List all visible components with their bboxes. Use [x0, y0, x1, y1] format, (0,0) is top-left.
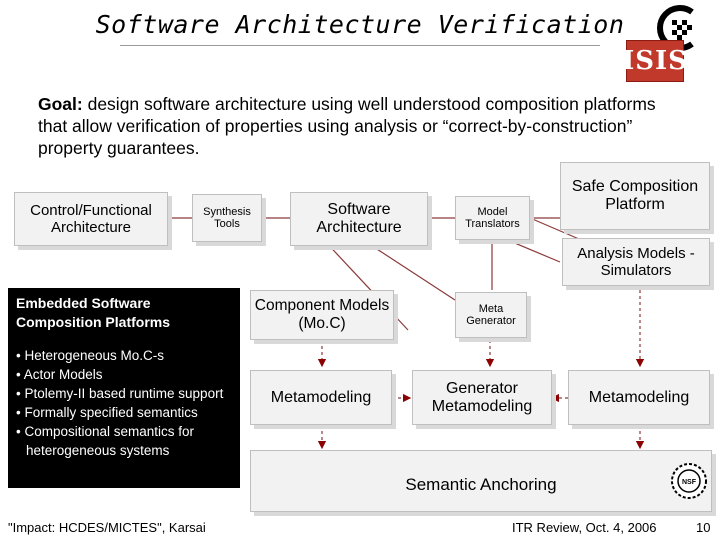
analysis-models-label: Analysis Models - Simulators	[577, 245, 695, 279]
control-functional-architecture-box: Control/Functional Architecture	[14, 192, 168, 246]
analysis-models-box: Analysis Models - Simulators	[562, 238, 710, 286]
safe-composition-platform-box: Safe Composition Platform	[560, 162, 710, 230]
generator-metamodeling-label: Generator Metamodeling	[431, 379, 533, 415]
meta-generator-box: Meta Generator	[455, 292, 527, 338]
software-architecture-box: Software Architecture	[290, 192, 428, 246]
semantic-anchoring-box: Semantic Anchoring	[250, 450, 712, 512]
isis-logo: ISIS	[622, 40, 687, 82]
footer-date: ITR Review, Oct. 4, 2006	[512, 520, 657, 535]
component-models-box: Component Models (Mo.C)	[250, 290, 394, 340]
bullet-item: • Formally specified semantics	[16, 405, 198, 420]
component-models-label: Component Models (Mo.C)	[254, 297, 390, 332]
bullet-item: • Ptolemy-II based runtime support	[16, 386, 224, 401]
embedded-bullet-list: • Heterogeneous Mo.C-s • Actor Models • …	[16, 346, 232, 460]
bullet-item: • Heterogeneous Mo.C-s	[16, 348, 165, 363]
embedded-title: Embedded Software Composition Platforms	[16, 295, 171, 330]
nsf-logo-text: NSF	[682, 479, 697, 486]
page-title: Software Architecture Verification	[95, 10, 625, 39]
model-translators-label: Model Translators	[465, 206, 520, 230]
goal-text: design software architecture using well …	[38, 94, 656, 158]
goal-statement: Goal: design software architecture using…	[38, 93, 678, 159]
bullet-item: • Compositional semantics for heterogene…	[16, 424, 195, 458]
goal-lead: Goal:	[38, 94, 83, 114]
semantic-anchoring-label: Semantic Anchoring	[405, 475, 557, 494]
metamodeling-left-label: Metamodeling	[270, 388, 372, 406]
synthesis-label: Synthesis Tools	[203, 206, 251, 230]
metamodeling-right-box: Metamodeling	[568, 370, 710, 425]
page-number: 10	[696, 520, 711, 535]
model-translators-box: Model Translators	[455, 196, 530, 240]
title-divider	[120, 45, 600, 46]
safe-platform-label: Safe Composition Platform	[571, 178, 699, 213]
software-architecture-label: Software Architecture	[316, 201, 402, 236]
footer-citation: "Impact: HCDES/MICTES", Karsai	[8, 520, 206, 535]
bullet-item: • Actor Models	[16, 367, 103, 382]
meta-generator-label: Meta Generator	[466, 303, 516, 327]
embedded-platforms-panel: Embedded Software Composition Platforms …	[8, 288, 240, 488]
isis-logo-text: ISIS	[622, 46, 688, 76]
metamodeling-left-box: Metamodeling	[250, 370, 392, 425]
generator-metamodeling-box: Generator Metamodeling	[412, 370, 552, 425]
synthesis-tools-box: Synthesis Tools	[192, 194, 262, 242]
control-label: Control/Functional Architecture	[30, 202, 152, 236]
nsf-logo-icon: NSF	[671, 463, 707, 499]
metamodeling-right-label: Metamodeling	[588, 388, 690, 406]
